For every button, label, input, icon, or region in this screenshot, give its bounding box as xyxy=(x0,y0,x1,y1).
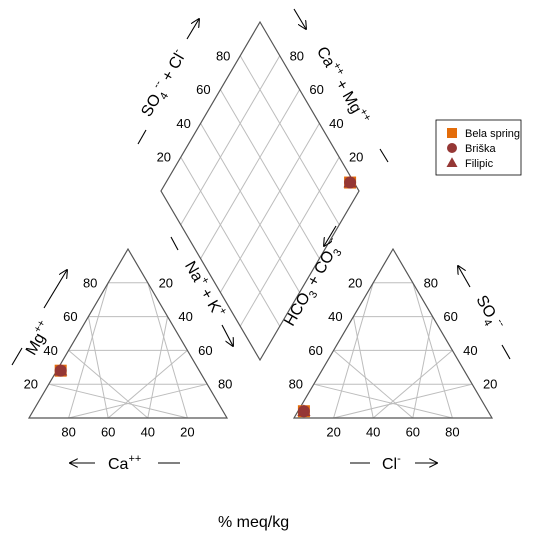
tick-label-mg: 20 xyxy=(24,377,38,392)
legend-label: Bela spring xyxy=(465,128,520,140)
anion-grid-line xyxy=(372,350,453,419)
tick-label-cl: 40 xyxy=(366,425,380,440)
so4-arrow xyxy=(458,266,471,288)
tick-label-so4: 80 xyxy=(424,275,438,290)
tick-label-ca: 40 xyxy=(141,425,155,440)
legend-marker-circle xyxy=(447,143,457,153)
axis-titles: Mg++ Ca++ Na+ + K+ HCO3 + CO3-- SO4-- Cl… xyxy=(23,44,508,473)
tick-label-camg: 20 xyxy=(349,150,363,165)
diamond-grid-line xyxy=(239,156,340,327)
anion-grid-line xyxy=(333,383,473,419)
tick-label-so4: 40 xyxy=(463,343,477,358)
tick-label-so4: 20 xyxy=(483,377,497,392)
tick-label-hco3: 40 xyxy=(328,309,342,324)
cl-axis-title: Cl- xyxy=(382,453,401,473)
tick-label-nak: 60 xyxy=(198,343,212,358)
tick-label-ca: 60 xyxy=(101,425,115,440)
data-point-cation xyxy=(54,363,68,376)
cation-grid-line xyxy=(147,316,169,419)
tick-label-mg: 60 xyxy=(63,309,77,324)
legend-marker-square xyxy=(447,128,457,138)
anion-grid-line xyxy=(333,350,414,419)
guide-lines xyxy=(11,8,511,463)
tick-label-camg: 40 xyxy=(329,116,343,131)
grid-layer xyxy=(48,55,473,419)
anion-grid-line xyxy=(412,282,453,419)
tick-label-nak: 40 xyxy=(178,309,192,324)
so4-dash xyxy=(501,344,511,360)
tick-label-hco3: 20 xyxy=(348,275,362,290)
anion-grid-line xyxy=(313,383,453,419)
legend-label: Filipic xyxy=(465,158,494,170)
cation-grid-line xyxy=(107,350,188,419)
anion-grid-line xyxy=(412,316,434,419)
diamond-grid-line xyxy=(219,123,320,293)
diamond-grid-line xyxy=(219,89,320,259)
so4cl-axis-title: SO4-- + Cl- xyxy=(136,46,194,122)
tick-label-mg: 80 xyxy=(83,275,97,290)
tick-label-cl: 60 xyxy=(406,425,420,440)
cation-grid-line xyxy=(68,383,208,419)
diamond-grid-line xyxy=(180,156,281,327)
diamond-grid-line xyxy=(200,123,301,293)
tick-label-so4cl: 60 xyxy=(196,82,210,97)
so4cl-dash xyxy=(137,129,147,145)
tick-label-ca: 80 xyxy=(61,425,75,440)
diamond-grid-line xyxy=(180,55,281,226)
tick-label-hco3: 60 xyxy=(308,343,322,358)
camg-arrow xyxy=(293,8,306,29)
diamond-grid-line xyxy=(200,89,301,259)
tick-label-nak: 80 xyxy=(218,377,232,392)
cation-grid-line xyxy=(68,350,149,419)
frame-layer xyxy=(27,20,494,419)
data-points xyxy=(54,175,357,418)
so4-axis-title: SO4-- xyxy=(469,291,508,335)
camg-dash xyxy=(379,148,389,163)
tick-label-mg: 40 xyxy=(43,343,57,358)
legend-marker-triangle xyxy=(446,157,458,167)
hco3-arrow xyxy=(324,225,337,246)
tick-labels: 20 20 20 20 20 20 20 20 40 40 40 40 40 40 40 40 60 60 60 60… xyxy=(24,48,498,439)
cation-grid-line xyxy=(48,383,188,419)
tick-label-so4: 60 xyxy=(443,309,457,324)
tick-label-so4cl: 80 xyxy=(216,48,230,63)
footer-label: % meq/kg xyxy=(218,514,289,531)
diamond-grid-line xyxy=(239,55,340,226)
anion-triangle-frame xyxy=(292,247,494,419)
anion-grid-line xyxy=(352,316,374,419)
tick-label-so4cl: 40 xyxy=(176,116,190,131)
data-point-anion xyxy=(297,404,311,417)
tick-label-cl: 80 xyxy=(445,425,459,440)
cation-grid-line xyxy=(87,316,109,419)
so4cl-arrow xyxy=(186,19,199,40)
tick-label-cl: 20 xyxy=(326,425,340,440)
nak-arrow xyxy=(221,324,233,346)
data-point-diamond xyxy=(343,175,357,188)
tick-label-so4cl: 20 xyxy=(157,150,171,165)
tick-label-camg: 60 xyxy=(309,82,323,97)
ca-axis-title: Ca++ xyxy=(108,453,141,473)
mg-arrow xyxy=(43,270,67,309)
tick-label-camg: 80 xyxy=(290,48,304,63)
tick-label-ca: 20 xyxy=(180,425,194,440)
tick-label-hco3: 80 xyxy=(289,377,303,392)
legend-label: Briška xyxy=(465,143,496,155)
cation-triangle-frame xyxy=(27,247,229,419)
nak-dash xyxy=(170,236,179,251)
tick-label-nak: 20 xyxy=(159,275,173,290)
cation-grid-line xyxy=(147,282,188,419)
mg-dash xyxy=(11,347,23,366)
